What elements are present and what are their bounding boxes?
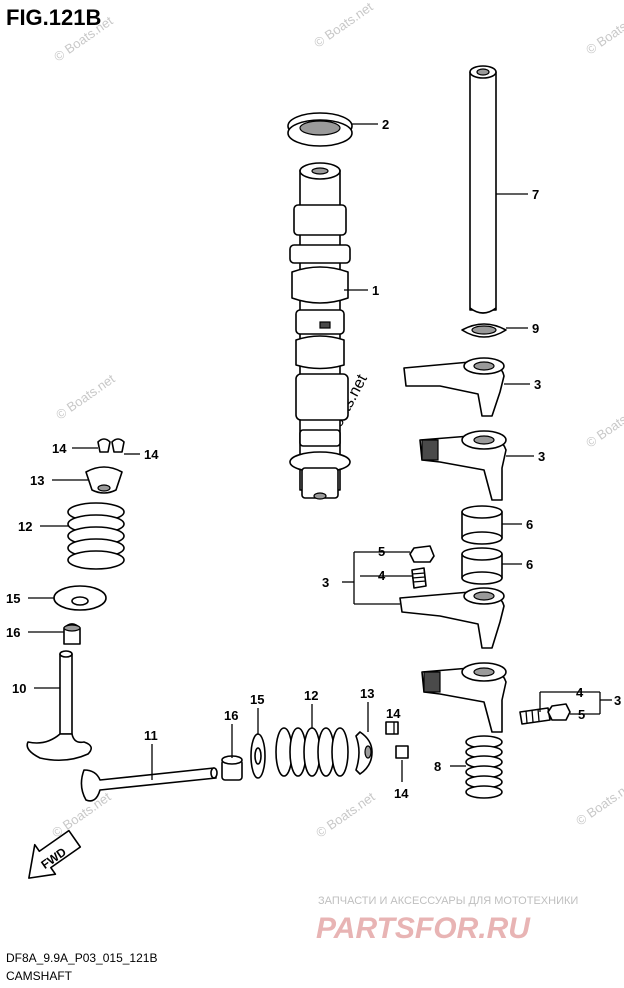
brand-name: PARTSFOR.RU xyxy=(316,912,531,945)
lock-nut-part[interactable] xyxy=(547,703,571,721)
callout-6[interactable]: 6 xyxy=(526,517,533,532)
rocker-shaft-part[interactable] xyxy=(469,65,497,314)
adjusting-screw-part[interactable] xyxy=(519,707,551,725)
adjusting-screw-part[interactable] xyxy=(411,567,427,589)
callout-12[interactable]: 12 xyxy=(304,688,318,703)
rocker-arm-part[interactable] xyxy=(399,587,505,649)
callout-11[interactable]: 11 xyxy=(144,728,158,743)
valve-spring-part[interactable] xyxy=(275,727,349,777)
callout-14[interactable]: 14 xyxy=(386,706,401,721)
callout-14[interactable]: 14 xyxy=(52,441,67,456)
rocker-arm-part[interactable] xyxy=(403,357,505,417)
callout-3[interactable]: 3 xyxy=(534,377,541,392)
callout-13[interactable]: 13 xyxy=(30,473,44,488)
callout-5[interactable]: 5 xyxy=(578,707,585,722)
callout-5[interactable]: 5 xyxy=(378,544,385,559)
callout-14[interactable]: 14 xyxy=(144,447,159,462)
spring-seat-part[interactable] xyxy=(53,585,107,611)
callout-9[interactable]: 9 xyxy=(532,321,539,336)
callout-8[interactable]: 8 xyxy=(434,759,441,774)
lock-nut-part[interactable] xyxy=(409,545,435,563)
rocker-arm-part[interactable] xyxy=(419,430,507,501)
spring-seat-part[interactable] xyxy=(250,733,266,779)
oil-seal-part[interactable] xyxy=(287,112,353,147)
callout-12[interactable]: 12 xyxy=(18,519,32,534)
callout-13[interactable]: 13 xyxy=(360,686,374,701)
callout-3[interactable]: 3 xyxy=(322,575,329,590)
leader-lines xyxy=(28,123,612,782)
forward-arrow: FWD xyxy=(28,829,82,879)
callout-3[interactable]: 3 xyxy=(538,449,545,464)
watermark: © Boats.net xyxy=(49,789,114,841)
callout-4[interactable]: 4 xyxy=(576,685,584,700)
callout-3[interactable]: 3 xyxy=(614,693,621,708)
callout-16[interactable]: 16 xyxy=(224,708,238,723)
rocker-spring-part[interactable] xyxy=(465,735,503,799)
valve-spring-part[interactable] xyxy=(67,502,125,570)
footer-code: DF8A_9.9A_P03_015_121B xyxy=(6,951,157,965)
watermark: © Boats.net xyxy=(583,6,624,58)
brand-tagline: ЗАПЧАСТИ И АКСЕССУАРЫ ДЛЯ МОТОТЕХНИКИ xyxy=(318,895,578,907)
intake-valve-part[interactable] xyxy=(26,650,92,762)
gasket-part[interactable] xyxy=(461,323,507,338)
figure-title: FIG.121B xyxy=(6,5,101,30)
callout-16[interactable]: 16 xyxy=(6,625,20,640)
watermark: © Boats.net xyxy=(53,371,118,423)
rocker-arm-part[interactable] xyxy=(421,662,507,733)
spacer-part[interactable] xyxy=(461,505,503,545)
valve-cotter-part[interactable] xyxy=(385,721,409,759)
camshaft-part[interactable] xyxy=(289,162,351,500)
watermark: © Boats.net xyxy=(313,789,378,841)
exhaust-valve-part[interactable] xyxy=(80,767,218,802)
callout-4[interactable]: 4 xyxy=(378,568,386,583)
brand-watermark: ЗАПЧАСТИ И АКСЕССУАРЫ ДЛЯ МОТОТЕХНИКИ PA… xyxy=(316,895,578,945)
spring-retainer-part[interactable] xyxy=(355,731,373,775)
callouts: 2 1 7 9 3 3 6 6 5 4 3 4 5 3 8 14 14 13 1… xyxy=(6,117,621,801)
valve-cotter-part[interactable] xyxy=(97,438,125,453)
callout-15[interactable]: 15 xyxy=(250,692,264,707)
spring-retainer-part[interactable] xyxy=(85,466,123,494)
callout-14[interactable]: 14 xyxy=(394,786,409,801)
valve-stem-seal-part[interactable] xyxy=(63,623,81,645)
valve-stem-seal-part[interactable] xyxy=(221,755,243,781)
footer-name: CAMSHAFT xyxy=(6,969,73,983)
spacer-part[interactable] xyxy=(461,547,503,585)
callout-10[interactable]: 10 xyxy=(12,681,26,696)
callout-7[interactable]: 7 xyxy=(532,187,539,202)
watermark: © Boats.net xyxy=(311,0,376,50)
callout-2[interactable]: 2 xyxy=(382,117,389,132)
callout-1[interactable]: 1 xyxy=(372,283,379,298)
callout-15[interactable]: 15 xyxy=(6,591,20,606)
watermark: © Boats.net xyxy=(583,399,624,451)
watermark: © Boats.net xyxy=(573,777,624,829)
callout-6[interactable]: 6 xyxy=(526,557,533,572)
